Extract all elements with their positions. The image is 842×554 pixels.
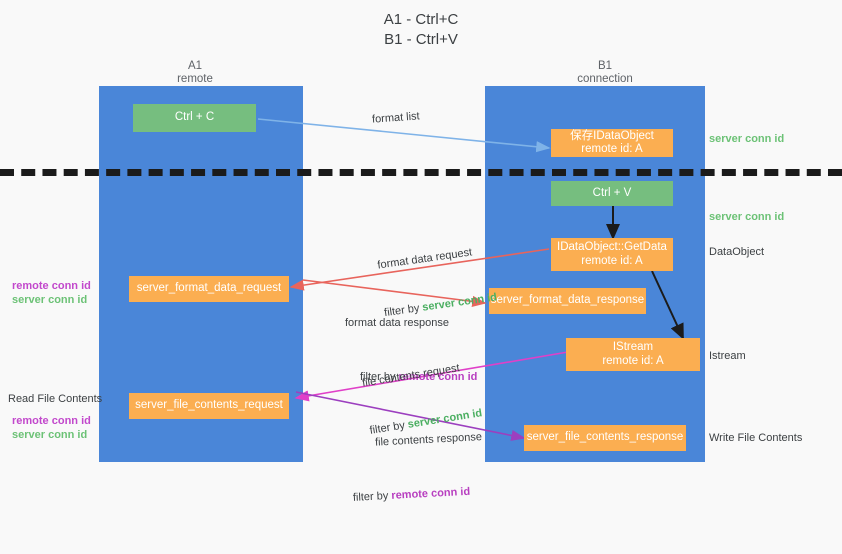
box-server-file-contents-response[interactable]: server_file_contents_response [524, 425, 686, 451]
filter-value-remote-conn-id: remote conn id [391, 485, 471, 502]
page-title: A1 - Ctrl+C B1 - Ctrl+V [383, 11, 459, 48]
column-header-b1: B1 connection [577, 60, 633, 85]
box-istream[interactable]: IStream remote id: A [566, 338, 700, 371]
edge-label-file-contents-response-line2: filter by remote conn id [353, 483, 487, 522]
edge-label-format-data-response-line2: filter by remote conn id [345, 369, 477, 401]
box-save-idataobject[interactable]: 保存IDataObject remote id: A [551, 129, 673, 157]
edge-label-file-contents-response: file contents response filter by remote … [348, 397, 488, 554]
filter-value-remote-conn-id: remote conn id [398, 371, 478, 383]
edge-label-format-data-response-line1: format data response [345, 317, 449, 329]
note-istream: Istream [709, 350, 746, 362]
edge-label-format-data-response: format data response filter by remote co… [345, 283, 477, 433]
note-server-conn-id-3: server conn id [12, 294, 88, 306]
edge-label-format-data-request-line1: format data request [376, 246, 473, 272]
box-ctrl-v[interactable]: Ctrl + V [551, 181, 673, 206]
arrow-getdata-to-istream [651, 270, 684, 340]
box-server-format-data-request[interactable]: server_format_data_request [129, 276, 289, 302]
note-server-conn-id-4: server conn id [12, 429, 88, 441]
note-read-file-contents: Read File Contents [8, 393, 103, 405]
column-header-a1: A1 remote [177, 60, 213, 85]
note-remote-conn-id-1: remote conn id [12, 280, 91, 292]
arrow-format-data-request [289, 248, 550, 291]
edge-label-file-contents-request-line1: file contents request [361, 362, 461, 390]
filter-by-prefix: filter by [352, 489, 392, 504]
note-remote-conn-id-2: remote conn id [12, 415, 91, 427]
arrow-file-contents-response [295, 391, 526, 441]
note-dataobject: DataObject [709, 246, 765, 258]
arrow-format-data-response [302, 279, 487, 307]
phase-divider [0, 169, 842, 176]
box-ctrl-c[interactable]: Ctrl + C [133, 104, 256, 132]
edge-label-file-contents-response-line1: file contents response [374, 431, 483, 449]
note-server-conn-id-1: server conn id [709, 133, 785, 145]
edge-label-format-list: format list [371, 110, 421, 126]
arrow-layer [257, 118, 684, 441]
note-server-conn-id-2: server conn id [709, 211, 785, 223]
box-server-file-contents-request[interactable]: server_file_contents_request [129, 393, 289, 419]
box-server-format-data-response[interactable]: server_format_data_response [489, 288, 646, 314]
filter-by-prefix: filter by [360, 371, 399, 383]
note-write-file-contents: Write File Contents [709, 432, 803, 444]
box-idataobject-getdata[interactable]: IDataObject::GetData remote id: A [551, 238, 673, 271]
arrow-format-list [257, 118, 551, 153]
arrow-file-contents-request [294, 351, 569, 402]
sequence-diagram: A1 - Ctrl+C B1 - Ctrl+V A1 remote B1 con… [0, 11, 842, 504]
